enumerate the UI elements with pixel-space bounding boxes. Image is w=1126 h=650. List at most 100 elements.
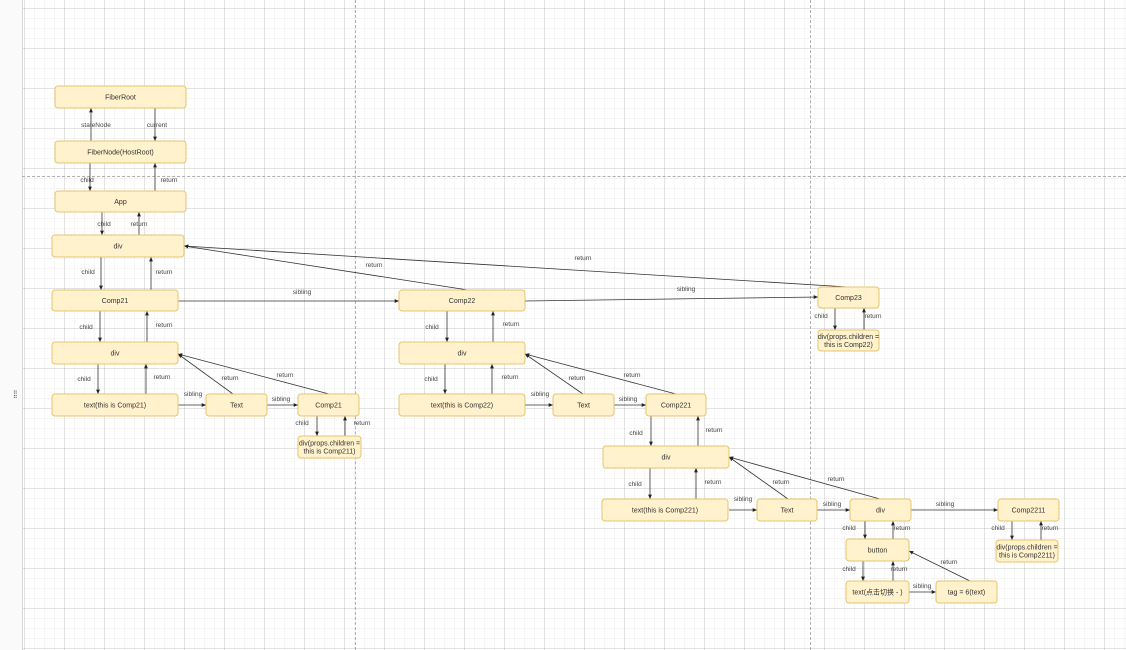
edge-label-child: child	[77, 376, 91, 383]
node-button[interactable]: button	[845, 538, 910, 562]
edge-label-return: return	[277, 372, 294, 379]
edge-return-text_node_c221-to-div_c221[interactable]	[728, 456, 789, 500]
node-div-c22[interactable]: div	[398, 341, 526, 365]
node-label: Text	[230, 403, 243, 410]
node-app[interactable]: App	[54, 190, 187, 213]
edge-label-return: return	[154, 374, 171, 381]
node-label: this is Comp22)	[824, 342, 873, 349]
node-label: div	[111, 351, 120, 358]
node-text-c21[interactable]: text(this is Comp21)	[51, 393, 179, 417]
node-label: App	[114, 199, 127, 206]
edge-return-text_node_c21-to-div_c21[interactable]	[177, 353, 234, 395]
edge-label-child: child	[814, 313, 828, 320]
edge-label-sibling: sibling	[184, 391, 203, 398]
node-div-c2211[interactable]: div(props.children =this is Comp2211)	[995, 539, 1059, 563]
edge-label-child: child	[81, 269, 95, 276]
edge-return-text_node_c22-to-div_c22[interactable]	[524, 353, 584, 395]
node-fiberroot[interactable]: FiberRoot	[54, 85, 187, 109]
node-label: tag = 6(text)	[948, 590, 986, 597]
edge-label-sibling: sibling	[272, 396, 291, 403]
node-label: div(props.children =	[299, 441, 360, 448]
node-label: Comp21	[102, 298, 129, 305]
node-text-c221[interactable]: text(this is Comp221)	[601, 498, 729, 522]
edge-label-child: child	[842, 525, 856, 532]
edge-label-return: return	[941, 559, 958, 566]
edge-label-return: return	[706, 427, 723, 434]
edge-label-sibling: sibling	[293, 289, 312, 296]
node-div-c23[interactable]: div(props.children =this is Comp22)	[817, 329, 880, 352]
node-label: div(props.children =	[996, 545, 1057, 552]
node-text-node-c22[interactable]: Text	[552, 393, 615, 417]
edge-label-return: return	[773, 479, 790, 486]
edge-return-comp211-to-div_c21[interactable]	[177, 353, 330, 395]
edge-label-return: return	[569, 375, 586, 382]
edge-return-div_inner-to-div_c221[interactable]	[728, 456, 881, 500]
edge-return-comp22-to-div_top[interactable]	[183, 244, 469, 291]
node-label: div	[876, 508, 885, 515]
node-div-top[interactable]: div	[51, 234, 185, 258]
grip-icon[interactable]: ⁞⁞	[13, 390, 17, 401]
edge-label-statenode: stateNode	[81, 122, 111, 129]
node-comp2211[interactable]: Comp2211	[997, 498, 1060, 522]
page-break-horizontal	[22, 176, 1126, 177]
edge-label-return: return	[156, 322, 173, 329]
node-div-c221[interactable]: div	[602, 445, 730, 469]
edge-return-tag6-to-button[interactable]	[908, 550, 971, 582]
node-text-node-c21[interactable]: Text	[205, 393, 268, 417]
node-div-inner[interactable]: div	[849, 498, 912, 522]
edge-label-current: current	[147, 122, 167, 129]
edge-label-child: child	[79, 324, 93, 331]
edge-label-return: return	[891, 566, 908, 573]
edge-label-return: return	[894, 525, 911, 532]
edge-label-sibling: sibling	[677, 286, 696, 293]
node-label: button	[868, 548, 888, 555]
node-text-node-c221[interactable]: Text	[756, 498, 818, 522]
edge-label-return: return	[161, 177, 178, 184]
node-comp23[interactable]: Comp23	[817, 286, 880, 309]
node-label: Text	[577, 403, 590, 410]
edge-label-return: return	[156, 269, 173, 276]
page-break-vertical	[355, 0, 356, 650]
node-comp21[interactable]: Comp21	[51, 289, 179, 312]
node-comp22[interactable]: Comp22	[398, 289, 526, 312]
edge-label-return: return	[131, 221, 148, 228]
edge-label-return: return	[354, 420, 371, 427]
node-comp221[interactable]: Comp221	[645, 393, 707, 417]
edge-return-comp23-to-div_top[interactable]	[183, 244, 849, 288]
node-label: Comp22	[449, 298, 476, 305]
node-div-c21[interactable]: div	[51, 341, 179, 365]
edge-label-return: return	[575, 255, 592, 262]
node-hostroot[interactable]: FiberNode(HostRoot)	[54, 140, 187, 164]
node-div-c211[interactable]: div(props.children =this is Comp211)	[297, 435, 362, 459]
edge-label-sibling: sibling	[936, 501, 955, 508]
node-label: FiberNode(HostRoot)	[87, 150, 154, 157]
node-comp211[interactable]: Comp21	[297, 393, 360, 417]
edge-label-return: return	[503, 321, 520, 328]
edge-label-sibling: sibling	[619, 396, 638, 403]
edge-label-child: child	[628, 481, 642, 488]
edge-label-sibling: sibling	[913, 583, 932, 590]
node-label: FiberRoot	[105, 95, 136, 102]
edge-sibling-comp22-to-comp23[interactable]	[524, 295, 819, 302]
node-label: text(this is Comp22)	[431, 403, 493, 410]
node-text-c22[interactable]: text(this is Comp22)	[398, 393, 526, 417]
left-panel-strip	[0, 0, 23, 650]
edge-label-child: child	[425, 324, 439, 331]
edge-label-return: return	[865, 313, 882, 320]
edge-label-return: return	[624, 372, 641, 379]
edge-label-return: return	[705, 479, 722, 486]
node-text-btn[interactable]: text(点击切换 - )	[845, 580, 910, 604]
edge-label-sibling: sibling	[734, 496, 753, 503]
edge-return-comp221-to-div_c22[interactable]	[524, 353, 677, 395]
node-label: text(点击切换 - )	[852, 588, 902, 597]
node-label: div	[114, 244, 123, 251]
node-label: text(this is Comp21)	[84, 403, 146, 410]
node-label: Comp221	[661, 403, 691, 410]
edge-label-return: return	[1042, 525, 1059, 532]
edge-label-child: child	[842, 566, 856, 573]
node-label: this is Comp211)	[303, 449, 355, 456]
node-label: Comp23	[835, 295, 862, 302]
node-tag6[interactable]: tag = 6(text)	[935, 580, 998, 604]
